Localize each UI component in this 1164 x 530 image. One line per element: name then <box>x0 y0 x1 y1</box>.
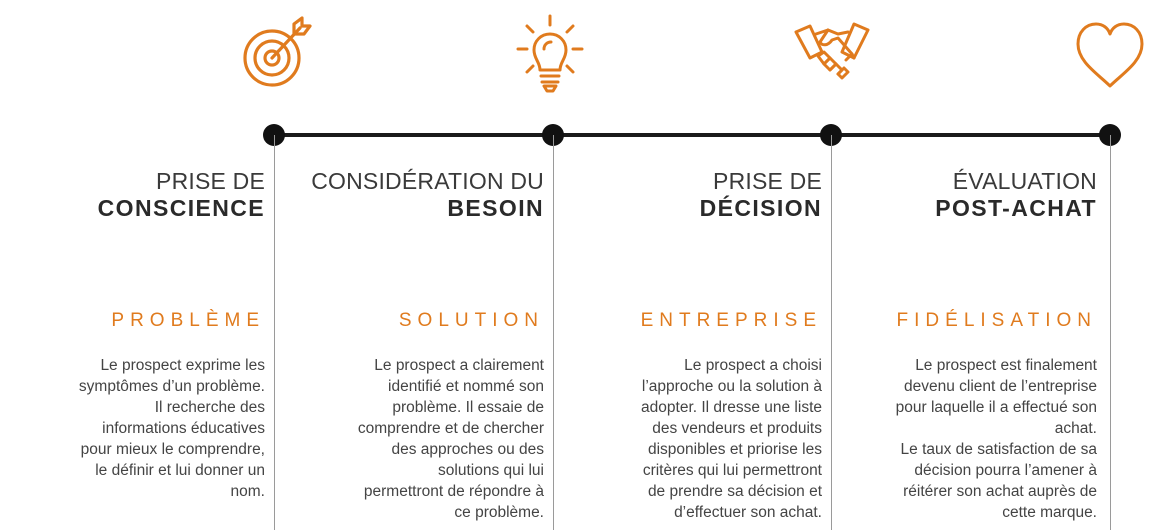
stage-evaluation-post-achat: ÉVALUATION POST-ACHAT FIDÉLISATION Le pr… <box>847 0 1097 530</box>
stage-title-light: CONSIDÉRATION DU <box>311 168 544 194</box>
lightbulb-icon <box>510 12 590 94</box>
stage-description: Le prospect a clairement identifié et no… <box>357 357 544 521</box>
column-divider <box>274 135 275 530</box>
stage-consideration-du-besoin: CONSIDÉRATION DU BESOIN SOLUTION Le pros… <box>294 0 544 530</box>
stage-description: Le prospect exprime les symptômes d’un p… <box>78 357 265 500</box>
stage-prise-de-conscience: PRISE DE CONSCIENCE PROBLÈME Le prospect… <box>15 0 265 530</box>
stage-description: Le prospect est finalement devenu client… <box>895 357 1097 521</box>
stage-keyword: FIDÉLISATION <box>896 310 1097 331</box>
stage-title-bold: CONSCIENCE <box>97 195 265 221</box>
stage-title-light: PRISE DE <box>156 168 265 194</box>
stage-title-light: ÉVALUATION <box>952 168 1097 194</box>
stage-title-bold: POST-ACHAT <box>935 195 1097 221</box>
target-icon <box>234 12 314 94</box>
timeline-line <box>274 133 1110 137</box>
heart-icon <box>1072 12 1152 94</box>
stage-title-bold: BESOIN <box>447 195 544 221</box>
stage-description: Le prospect a choisi l’approche ou la so… <box>641 357 822 521</box>
stage-prise-de-decision: PRISE DE DÉCISION ENTREPRISE Le prospect… <box>572 0 822 530</box>
column-divider <box>831 135 832 530</box>
column-divider <box>1110 135 1111 530</box>
stage-keyword: PROBLÈME <box>111 310 265 331</box>
handshake-icon <box>792 12 872 94</box>
stage-keyword: ENTREPRISE <box>640 310 822 331</box>
stage-title-light: PRISE DE <box>713 168 822 194</box>
column-divider <box>553 135 554 530</box>
stage-keyword: SOLUTION <box>398 310 544 331</box>
stage-title-bold: DÉCISION <box>699 195 822 221</box>
